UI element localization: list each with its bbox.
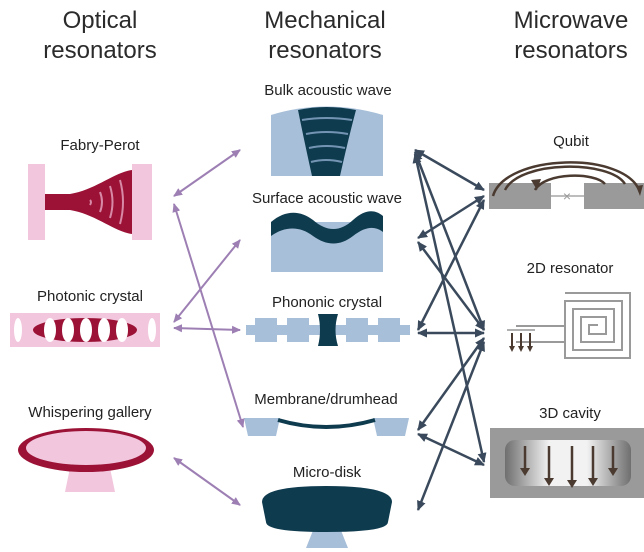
photonic-crystal-figure xyxy=(10,313,160,347)
bulk-acoustic-wave-figure xyxy=(271,106,383,176)
fabry-perot-beam xyxy=(45,170,132,234)
membrane-label: Membrane/drumhead xyxy=(254,391,398,408)
optical-column-header: Optical resonators xyxy=(20,6,180,66)
micro-disk-label: Micro-disk xyxy=(292,464,362,481)
3d-cavity-label: 3D cavity xyxy=(539,405,601,422)
micro-disk-figure xyxy=(262,486,392,548)
optical-mechanical-arrows xyxy=(172,149,245,506)
arrow-whispering-microdisk xyxy=(173,457,241,506)
membrane-figure xyxy=(244,418,409,436)
mechanical-microwave-arrows xyxy=(412,148,487,511)
microwave-header-line2: resonators xyxy=(514,37,628,64)
arrow-fabry-membrane xyxy=(172,203,245,428)
whispering-gallery-figure xyxy=(18,428,154,492)
qubit-label: Qubit xyxy=(553,133,589,150)
mechanical-header-line2: resonators xyxy=(268,37,382,64)
optical-header-line2: resonators xyxy=(43,37,157,64)
qubit-figure: × xyxy=(489,161,644,209)
arrow-bulk-3d xyxy=(412,153,487,463)
whispering-gallery-label: Whispering gallery xyxy=(28,404,152,421)
photonic-crystal-label: Photonic crystal xyxy=(37,288,143,305)
surface-acoustic-wave-figure xyxy=(271,211,383,272)
surface-acoustic-wave-label: Surface acoustic wave xyxy=(251,190,403,207)
bulk-acoustic-wave-label: Bulk acoustic wave xyxy=(264,82,392,99)
mechanical-header-line1: Mechanical xyxy=(264,7,386,34)
optical-header-line1: Optical xyxy=(62,7,138,34)
phononic-crystal-figure xyxy=(246,314,410,346)
arrow-photonic-saw xyxy=(173,239,241,323)
arrow-photonic-phononic xyxy=(173,324,241,334)
microwave-column-header: Microwave resonators xyxy=(486,6,644,66)
arrow-fabry-bulk xyxy=(173,149,241,197)
2d-resonator-label: 2D resonator xyxy=(526,260,614,277)
microwave-header-line1: Microwave xyxy=(513,7,629,34)
arrow-membrane-3d xyxy=(417,432,485,467)
arrow-microdisk-2d xyxy=(416,341,486,511)
2d-resonator-figure xyxy=(507,292,631,359)
arrow-bulk-qubit xyxy=(414,148,485,192)
mechanical-column-header: Mechanical resonators xyxy=(245,6,405,66)
svg-text:×: × xyxy=(563,188,571,204)
fabry-perot-left-mirror xyxy=(28,164,45,240)
phononic-crystal-label: Phononic crystal xyxy=(271,294,383,311)
fabry-perot-right-mirror xyxy=(132,164,152,240)
3d-cavity-figure xyxy=(490,428,644,498)
fabry-perot-label: Fabry-Perot xyxy=(60,137,140,154)
fabry-perot-figure xyxy=(28,164,152,240)
arrow-phononic-qubit xyxy=(416,199,486,331)
